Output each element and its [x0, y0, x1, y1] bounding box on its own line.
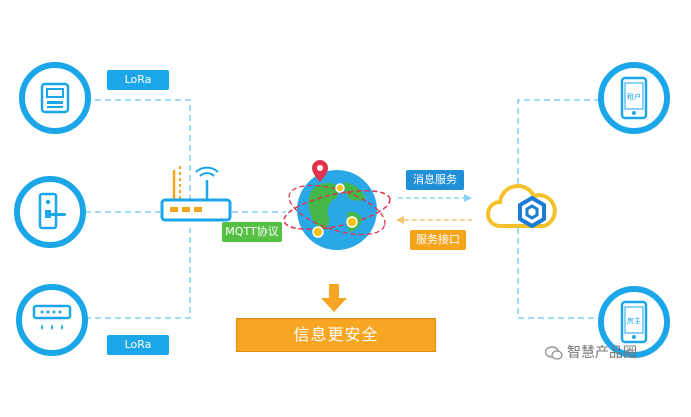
watermark-text: 智慧产品圈 — [567, 345, 637, 361]
mqtt-protocol-tag: MQTT协议 — [222, 222, 282, 242]
water-sensor-icon — [32, 304, 72, 330]
lora-tag-top: LoRa — [107, 70, 169, 90]
owner-label: 房主 — [627, 317, 641, 325]
phone-icon — [620, 300, 648, 344]
globe-icon — [283, 160, 391, 250]
wechat-icon — [545, 346, 563, 360]
tenant-phone-device: 租户 — [598, 62, 670, 134]
owner-phone-device: 房主 — [598, 286, 670, 358]
meter-device — [19, 62, 91, 134]
cloud-icon — [486, 184, 557, 229]
smart-lock-device — [14, 176, 86, 248]
lora-tag-bottom: LoRa — [107, 335, 169, 355]
watermark: 智慧产品圈 — [545, 342, 637, 362]
smart-lock-icon — [38, 192, 66, 230]
router-icon — [160, 166, 232, 222]
meter-icon — [40, 82, 70, 114]
service-api-tag: 服务接口 — [410, 230, 466, 250]
security-banner: 信息更安全 — [236, 318, 436, 352]
tenant-label: 租户 — [627, 93, 641, 101]
water-sensor-device — [16, 284, 88, 356]
phone-icon — [620, 76, 648, 120]
message-service-tag: 消息服务 — [406, 170, 464, 190]
